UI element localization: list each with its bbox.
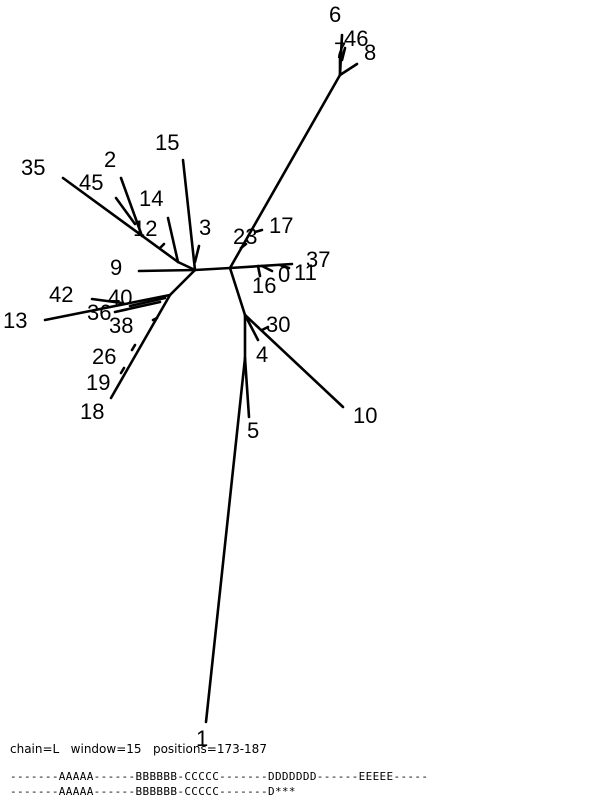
node-label: 7 [334,38,346,63]
branch-5 [243,356,251,419]
node-label: 19 [86,370,110,395]
node-label: 3 [199,215,211,240]
branch-18 [109,293,172,400]
node-label: 13 [3,308,27,333]
node-label: 37 [306,247,330,272]
branch-lower-left-stem [168,268,197,297]
branch-17 [253,228,264,234]
branch-15 [181,158,197,272]
node-label: 10 [353,403,377,428]
node-label: 30 [266,312,290,337]
branch-2 [119,176,144,238]
branch-23 [239,242,248,250]
branch-lower-stem [228,266,247,317]
node-label: 16 [252,273,276,298]
branch-19 [119,366,126,375]
node-label: 9 [110,255,122,280]
node-label: 2 [104,147,116,172]
node-label: 17 [269,213,293,238]
segment-sequence-full: -------AAAAA------BBBBBB-CCCCC-------DDD… [10,770,429,783]
branch-12 [158,242,166,250]
node-label: 12 [133,216,157,241]
node-label: 42 [49,282,73,307]
branch-46 [340,46,347,62]
segment-sequence-partial: -------AAAAA------BBBBBB-CCCCC-------D**… [10,785,296,798]
branch-1 [204,356,247,724]
branch-core [193,266,232,272]
node-label: 45 [79,170,103,195]
node-label: 46 [344,26,368,51]
chain-window-info: chain=L window=15 positions=173-187 [10,742,267,756]
node-label: 8 [364,40,376,65]
node-label: 5 [247,418,259,443]
node-label: 6 [329,2,341,27]
branch-36 [113,300,162,314]
branch-13 [43,293,172,322]
branch-14 [166,216,180,264]
node-label: 35 [21,155,45,180]
node-label: 23 [233,224,257,249]
node-label: 36 [87,300,111,325]
branch-30 [260,325,270,332]
branch-11 [278,263,291,270]
branch-16 [256,264,262,278]
node-label: 4 [256,342,268,367]
branch-to-top-clade [228,73,342,270]
node-label: 14 [139,186,163,211]
branch-4 [243,313,260,342]
node-label: 0 [278,262,290,287]
tree-branches [43,33,359,724]
branch-42 [90,297,124,305]
branch-8 [338,62,359,77]
node-label: 11 [294,260,317,285]
node-label: 40 [108,285,132,310]
branch-40 [128,296,167,308]
node-label: 18 [80,399,104,424]
node-label: 15 [155,130,179,155]
branch-9 [137,268,197,273]
branch-26 [130,343,137,352]
branch-0 [260,264,274,273]
node-label: 38 [109,313,133,338]
branch-45 [114,196,137,226]
node-label: 26 [92,344,116,369]
node-label: 1 [196,726,208,751]
branch-upper-left-stem [176,260,197,272]
tree-labels: 6 46 7 8 15 35 2 45 14 12 3 23 17 37 9 0… [3,2,377,751]
branch-3 [193,244,201,264]
